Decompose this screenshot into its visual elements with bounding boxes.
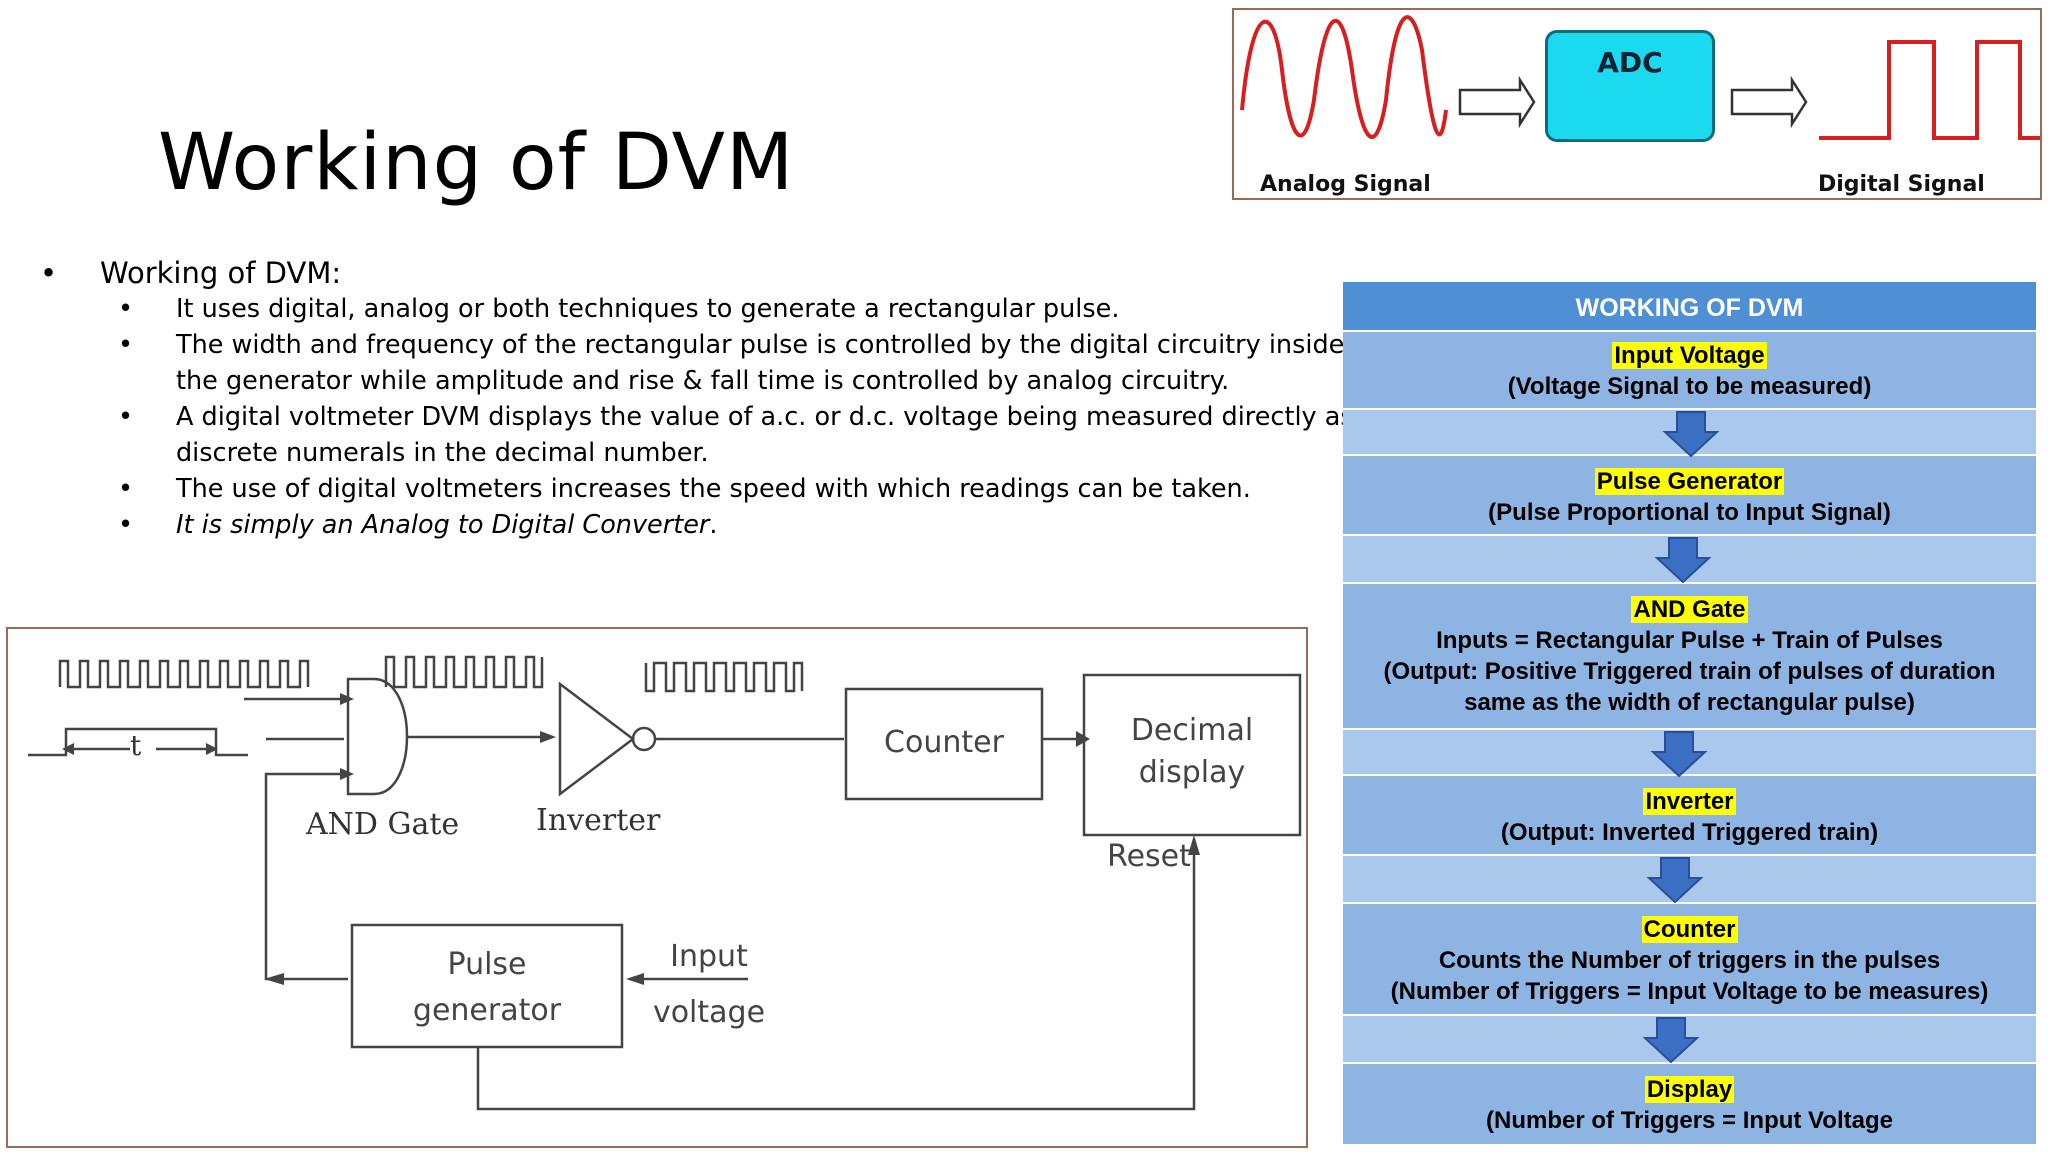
- arrowhead: [1076, 731, 1090, 747]
- flow-step-title: Input Voltage: [1612, 342, 1767, 369]
- feedback-wire: [264, 772, 348, 981]
- block-arrow-right: [1730, 75, 1808, 129]
- digital-wave: [1819, 40, 2040, 140]
- flow-step: Pulse Generator (Pulse Proportional to I…: [1343, 454, 2036, 534]
- flow-step-title: Pulse Generator: [1594, 468, 1785, 495]
- display-label-line1: Decimal: [1130, 713, 1254, 748]
- bullet-dot: •: [118, 294, 134, 324]
- flow-step-line: same as the width of rectangular pulse): [1464, 689, 1915, 716]
- bullet-dot: •: [118, 474, 134, 504]
- arrowhead: [340, 768, 354, 780]
- pulse-train-3: [644, 661, 804, 693]
- sub-bullet: • It is simply an Analog to Digital Conv…: [38, 507, 1318, 543]
- dvm-circuit-diagram: t AND Gate Inverter Counter Decimal disp…: [6, 627, 1308, 1148]
- flow-step-title: Display: [1644, 1076, 1735, 1103]
- flow-step-title: Counter: [1641, 916, 1738, 943]
- sub-bullet-text: It uses digital, analog or both techniqu…: [176, 294, 1120, 324]
- flow-step-line: (Output: Inverted Triggered train): [1500, 819, 1879, 846]
- arrowhead: [264, 973, 284, 985]
- bullet-list: • Working of DVM: • It uses digital, ana…: [38, 255, 1354, 543]
- bullet-dot: •: [118, 402, 134, 432]
- slide-title: Working of DVM: [158, 118, 795, 208]
- inverter-symbol: [558, 681, 636, 797]
- bullet-main-text: Working of DVM:: [100, 256, 342, 290]
- flow-step-line: Counts the Number of triggers in the pul…: [1438, 947, 1941, 974]
- down-arrow-icon: [1650, 731, 1708, 778]
- down-arrow-icon: [1654, 537, 1712, 584]
- display-box: [1082, 673, 1302, 837]
- flow-step-line: Inputs = Rectangular Pulse + Train of Pu…: [1436, 627, 1943, 654]
- adc-block: ADC: [1545, 30, 1715, 142]
- input-voltage-label-line1: Input: [670, 939, 748, 974]
- flow-header: WORKING OF DVM: [1343, 282, 2036, 330]
- arrowhead: [1188, 835, 1200, 855]
- sub-bullet: • A digital voltmeter DVM displays the v…: [38, 399, 1368, 471]
- sub-bullet-suffix: .: [709, 510, 718, 540]
- reset-wire: [476, 839, 1196, 1111]
- down-arrow-icon: [1642, 1017, 1700, 1064]
- sub-bullet: • The use of digital voltmeters increase…: [38, 471, 1318, 507]
- analog-wave: [1240, 15, 1448, 139]
- pulse-train-2: [384, 655, 544, 689]
- sub-bullet: • The width and frequency of the rectang…: [38, 327, 1368, 399]
- arrowhead: [540, 731, 556, 743]
- pulse-generator-label-line2: generator: [412, 993, 562, 1028]
- bullet-dot: •: [40, 256, 58, 290]
- arrowhead: [626, 973, 644, 985]
- sub-bullet-text: The use of digital voltmeters increases …: [176, 474, 1251, 504]
- flow-step: AND Gate Inputs = Rectangular Pulse + Tr…: [1343, 582, 2036, 728]
- counter-label: Counter: [884, 725, 1004, 760]
- inverter-bubble: [631, 726, 657, 752]
- arrowhead: [206, 743, 218, 755]
- flow-step: Display (Number of Triggers = Input Volt…: [1343, 1062, 2036, 1144]
- and-gate-label: AND Gate: [306, 807, 460, 842]
- down-arrow-icon: [1646, 857, 1704, 904]
- adc-diagram-graphics: [1240, 15, 2040, 140]
- t-label: t: [130, 729, 142, 762]
- input-voltage-label-line2: voltage: [652, 995, 766, 1030]
- pulse-generator-label-line1: Pulse: [447, 947, 527, 982]
- rect-pulse: [28, 727, 248, 757]
- circuit-graphics: [28, 655, 1302, 1111]
- flow-step-title: AND Gate: [1631, 596, 1748, 623]
- sub-bullet: • It uses digital, analog or both techni…: [38, 291, 1318, 327]
- sub-bullet-text: The width and frequency of the rectangul…: [176, 330, 1345, 396]
- down-arrow-icon: [1662, 411, 1720, 458]
- flow-step-line: (Number of Triggers = Input Voltage: [1486, 1107, 1893, 1134]
- bullet-dot: •: [118, 510, 134, 540]
- flow-step: Inverter (Output: Inverted Triggered tra…: [1343, 774, 2036, 854]
- display-label-line2: display: [1138, 755, 1246, 790]
- digital-signal-label: Digital Signal: [1818, 172, 1985, 197]
- counter-box: [844, 687, 1044, 801]
- flow-step: Input Voltage (Voltage Signal to be meas…: [1343, 330, 2036, 408]
- flow-step-line: (Output: Positive Triggered train of pul…: [1383, 658, 1996, 685]
- arrowhead: [62, 743, 74, 755]
- arrowhead: [340, 693, 354, 705]
- sub-bullet-text: It is simply an Analog to Digital Conver…: [176, 510, 710, 540]
- flow-step-line: (Voltage Signal to be measured): [1507, 373, 1872, 400]
- flow-step-title: Inverter: [1643, 788, 1736, 815]
- inverter-label: Inverter: [536, 803, 661, 838]
- analog-signal-label: Analog Signal: [1260, 172, 1431, 197]
- bullet-dot: •: [118, 330, 134, 360]
- block-arrow-left: [1458, 75, 1536, 129]
- reset-label: Reset: [1107, 839, 1191, 874]
- pulse-generator-box: [350, 923, 624, 1049]
- flow-step-line: (Number of Triggers = Input Voltage to b…: [1390, 978, 1989, 1005]
- flow-panel: WORKING OF DVM Input Voltage (Voltage Si…: [1343, 282, 2036, 1144]
- sub-bullet-text: A digital voltmeter DVM displays the val…: [176, 402, 1354, 468]
- and-gate-symbol: [346, 677, 409, 796]
- bullet-main: • Working of DVM:: [38, 255, 1318, 291]
- flow-step-line: (Pulse Proportional to Input Signal): [1488, 499, 1891, 526]
- pulse-train-1: [58, 659, 310, 689]
- flow-step: Counter Counts the Number of triggers in…: [1343, 902, 2036, 1014]
